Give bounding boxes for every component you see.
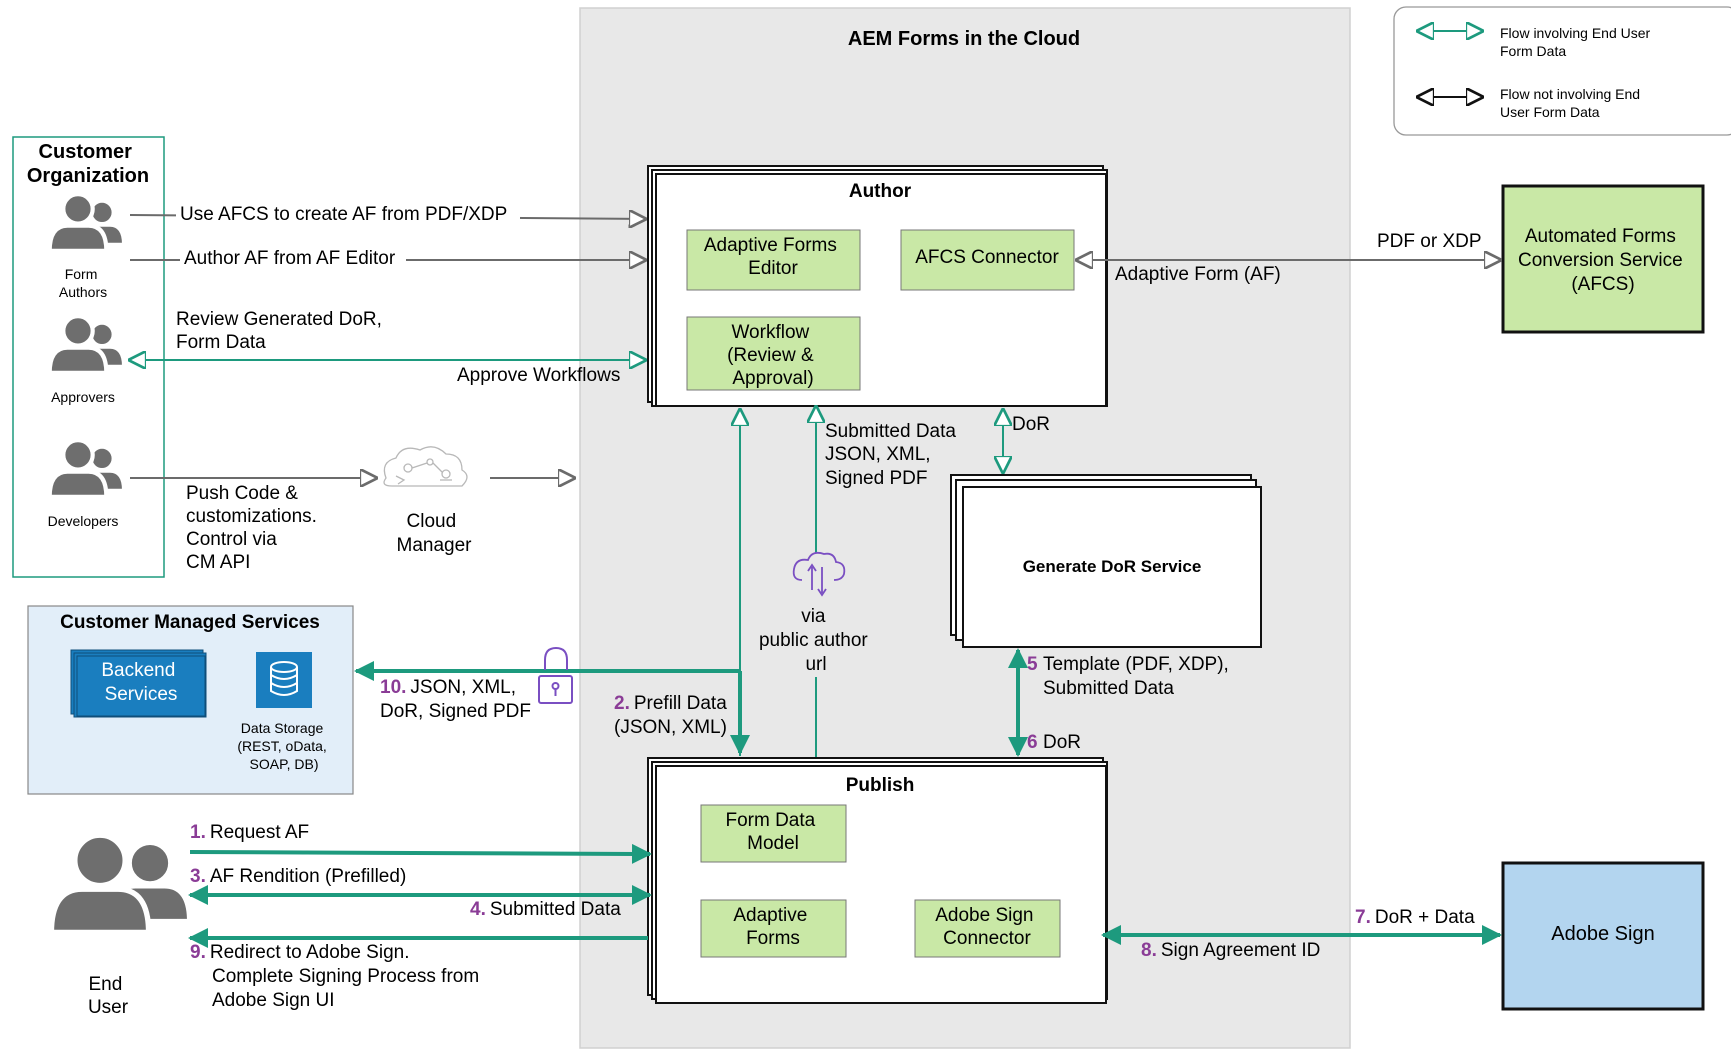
adaptive-forms-editor-box: [686, 229, 861, 291]
legend-green-text: Flow involving End User Form Data: [1500, 25, 1654, 59]
step6-label: 6 DoR: [1027, 732, 1081, 753]
lock-icon: [538, 646, 573, 704]
end-user-icon: [51, 835, 189, 932]
step9-label: 9.Redirect to Adobe Sign. Complete Signi…: [190, 942, 484, 1011]
cloud-upload-icon: [792, 551, 846, 597]
afcs-connector-label: AFCS Connector: [915, 247, 1059, 268]
dor-service-label: Generate DoR Service: [1023, 557, 1202, 576]
via-label: via public author url: [759, 606, 873, 675]
adobe-sign-label: Adobe Sign: [1551, 923, 1654, 945]
workflow-label: Workflow (Review & Approval): [727, 322, 819, 389]
developers-label: Developers: [48, 513, 119, 529]
adaptive-forms-editor-label: Adaptive Forms Editor: [704, 235, 842, 279]
adaptive-forms-label: Adaptive Forms: [733, 905, 812, 949]
form-data-model-box: [700, 804, 847, 863]
adaptive-forms-box: [700, 899, 847, 958]
form-authors-label: Form Authors: [59, 266, 107, 300]
step7-label: 7.DoR + Data: [1355, 907, 1475, 928]
cloud-manager-label: Cloud Manager: [397, 511, 473, 556]
step8-label: 8.Sign Agreement ID: [1141, 940, 1320, 961]
dor-service-box: [962, 486, 1262, 648]
step3-label: 3.AF Rendition (Prefilled): [190, 866, 406, 887]
step2-label: 2.Prefill Data (JSON, XML): [614, 693, 732, 738]
adaptive-form-af-label: Adaptive Form (AF): [1115, 264, 1281, 285]
cms-title: Customer Managed Services: [60, 612, 320, 633]
use-afcs-label-bg: [176, 201, 520, 223]
afcs-box: [1501, 184, 1705, 334]
end-user-label: End User: [88, 974, 129, 1018]
push-code-label: Push Code & customizations. Control via …: [186, 483, 322, 573]
pdf-or-xdp-label: PDF or XDP: [1377, 231, 1482, 252]
author-title: Author: [849, 181, 912, 202]
dor-top-label: DoR: [1012, 414, 1050, 435]
use-afcs-label: Use AFCS to create AF from PDF/XDP: [180, 204, 507, 225]
data-storage-label: Data Storage (REST, oData, SOAP, DB): [237, 720, 330, 772]
author-af-label: Author AF from AF Editor: [184, 248, 396, 269]
afcs-connector-box: [900, 229, 1075, 291]
adobe-sign-connector-label: Adobe Sign Connector: [935, 905, 1039, 949]
submitted-data-label: Submitted Data JSON, XML, Signed PDF: [825, 421, 961, 489]
backend-services-box: [76, 655, 206, 717]
cloud-manager-icon: [383, 446, 468, 487]
workflow-box: [686, 316, 861, 391]
step10-label: 10.JSON, XML, DoR, Signed PDF: [380, 677, 531, 722]
adobe-sign-connector-box: [914, 899, 1061, 958]
publish-title: Publish: [846, 775, 915, 796]
step5-label: 5 Template (PDF, XDP), Submitted Data: [1027, 654, 1234, 699]
database-icon: [270, 661, 298, 696]
author-af-label-bg: [180, 246, 406, 268]
customer-org-title: Customer Organization: [27, 141, 149, 187]
cloud-title: AEM Forms in the Cloud: [848, 28, 1080, 50]
backend-services-label: Backend Services: [101, 660, 180, 705]
legend-black-text: Flow not involving End User Form Data: [1500, 86, 1644, 120]
step1-label: 1.Request AF: [190, 822, 309, 843]
review-label: Review Generated DoR, Form Data: [176, 309, 387, 353]
approve-workflows-label: Approve Workflows: [457, 365, 620, 386]
adobe-sign-box: [1501, 861, 1705, 1011]
approvers-label: Approvers: [51, 389, 115, 405]
step4-label: 4.Submitted Data: [470, 899, 621, 920]
afcs-label: Automated Forms Conversion Service (AFCS…: [1518, 226, 1688, 295]
publish-box: [655, 765, 1107, 1004]
step1-arrow: [189, 843, 652, 864]
form-data-model-label: Form Data Model: [725, 810, 820, 854]
